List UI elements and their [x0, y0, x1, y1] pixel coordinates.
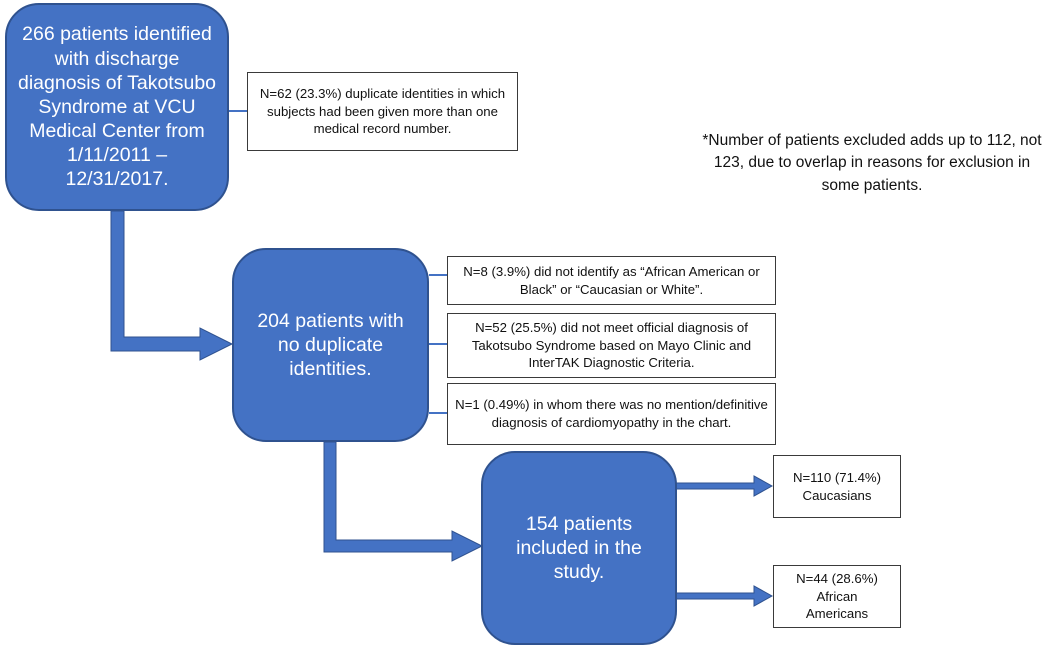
outcome-caucasians-box: N=110 (71.4%) Caucasians	[773, 455, 901, 518]
included-box-text: 154 patients included in the study.	[516, 512, 642, 584]
outcome-caucasians-text: N=110 (71.4%) Caucasians	[792, 469, 882, 503]
arrow-start-to-no-duplicates	[110, 210, 234, 361]
start-box-text: 266 patients identified with discharge d…	[17, 23, 217, 191]
included-box: 154 patients included in the study.	[481, 451, 677, 645]
exclusion-diagnosis-box: N=52 (25.5%) did not meet official diagn…	[447, 313, 776, 378]
no-duplicates-box: 204 patients with no duplicate identitie…	[232, 248, 429, 442]
outcome-african-americans-text: N=44 (28.6%) African Americans	[796, 571, 878, 622]
exclusion-no-mention-box: N=1 (0.49%) in whom there was no mention…	[447, 383, 776, 445]
outcome-african-americans-box: N=44 (28.6%) African Americans	[773, 565, 901, 628]
exclusion-duplicates-box: N=62 (23.3%) duplicate identities in whi…	[247, 72, 518, 151]
start-box: 266 patients identified with discharge d…	[5, 3, 229, 211]
exclusion-no-mention-text: N=1 (0.49%) in whom there was no mention…	[455, 397, 768, 430]
exclusion-overlap-note-text: *Number of patients excluded adds up to …	[702, 132, 1042, 194]
exclusion-diagnosis-text: N=52 (25.5%) did not meet official diagn…	[471, 320, 752, 371]
arrow-included-to-caucasians	[675, 475, 774, 497]
arrow-no-duplicates-to-included	[323, 441, 484, 562]
exclusion-overlap-note: *Number of patients excluded adds up to …	[697, 130, 1047, 197]
exclusion-race-box: N=8 (3.9%) did not identify as “African …	[447, 256, 776, 305]
exclusion-race-text: N=8 (3.9%) did not identify as “African …	[463, 263, 760, 297]
arrow-included-to-african-americans	[675, 585, 774, 607]
no-duplicates-box-text: 204 patients with no duplicate identitie…	[257, 309, 404, 381]
exclusion-duplicates-text: N=62 (23.3%) duplicate identities in whi…	[259, 86, 506, 137]
